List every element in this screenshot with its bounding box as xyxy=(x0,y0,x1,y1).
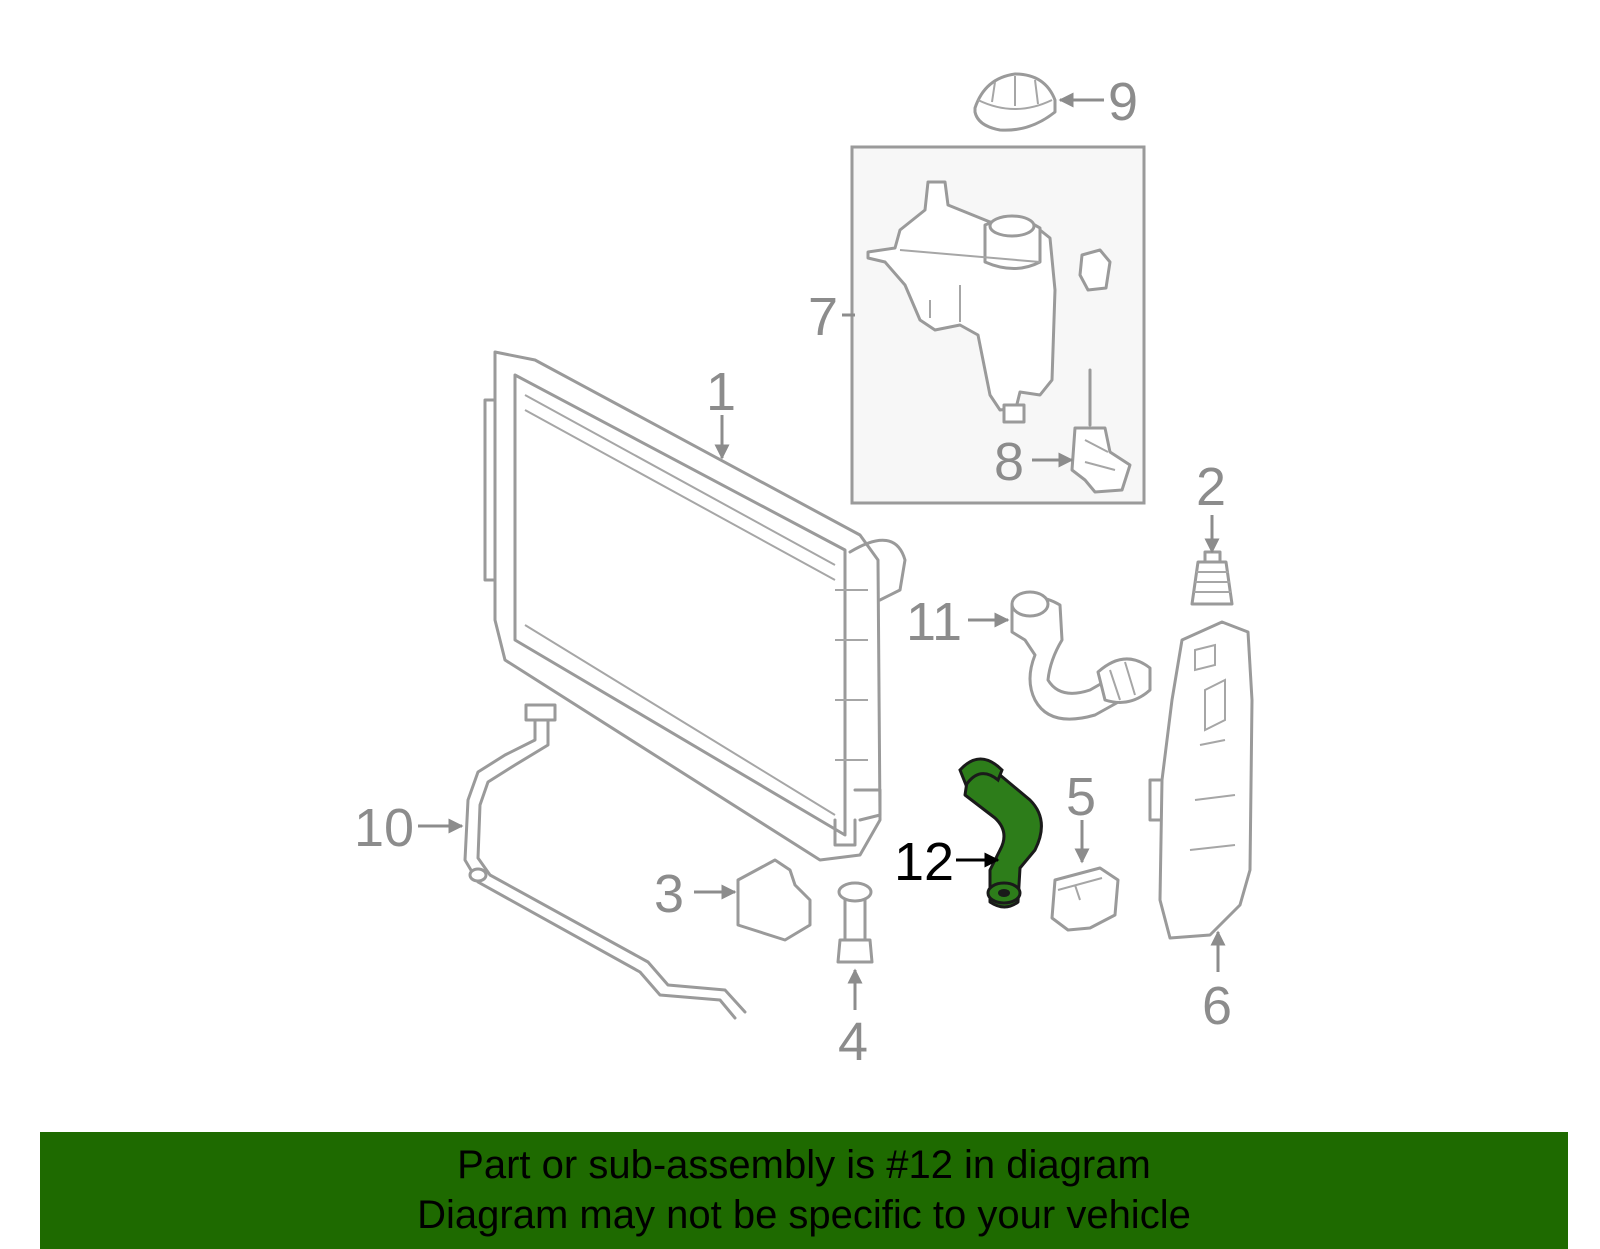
svg-text:2: 2 xyxy=(1196,457,1226,517)
callout-1: 1 xyxy=(706,362,736,460)
part-9-cap xyxy=(973,72,1057,132)
callout-5: 5 xyxy=(1066,767,1096,864)
callout-8: 8 xyxy=(994,432,1074,492)
part-10-coolant-line xyxy=(463,703,747,1020)
part-8-sensor xyxy=(1070,368,1132,494)
svg-text:3: 3 xyxy=(654,864,684,924)
svg-text:10: 10 xyxy=(354,798,414,858)
callout-6: 6 xyxy=(1202,930,1232,1036)
part-4-plug xyxy=(836,881,874,964)
part-12-lower-hose xyxy=(958,757,1043,909)
svg-text:8: 8 xyxy=(994,432,1024,492)
info-banner: Part or sub-assembly is #12 in diagram D… xyxy=(40,1132,1568,1249)
callout-12: 12 xyxy=(894,832,1000,892)
svg-text:4: 4 xyxy=(838,1012,868,1072)
part-3-bracket xyxy=(736,858,812,942)
svg-text:11: 11 xyxy=(906,592,962,652)
svg-text:5: 5 xyxy=(1066,767,1096,827)
svg-text:7: 7 xyxy=(808,287,838,347)
part-7-expansion-tank xyxy=(866,180,1112,424)
banner-line-part: Part or sub-assembly is #12 in diagram xyxy=(457,1143,1151,1187)
callout-4: 4 xyxy=(838,968,868,1072)
callout-2: 2 xyxy=(1196,457,1226,554)
svg-text:6: 6 xyxy=(1202,976,1232,1036)
callout-10: 10 xyxy=(354,798,464,858)
part-5-block xyxy=(1050,866,1120,932)
part-6-bracket xyxy=(1148,620,1254,940)
part-11-upper-hose xyxy=(1010,590,1152,721)
callout-7: 7 xyxy=(808,287,855,347)
callout-9: 9 xyxy=(1058,72,1138,132)
banner-line-disclaimer: Diagram may not be specific to your vehi… xyxy=(417,1193,1191,1237)
svg-text:1: 1 xyxy=(706,362,736,422)
part-2-bushing xyxy=(1190,550,1234,606)
part-1-radiator xyxy=(483,350,907,862)
svg-text:12: 12 xyxy=(894,832,954,892)
svg-text:9: 9 xyxy=(1108,72,1138,132)
callout-3: 3 xyxy=(654,864,737,924)
callout-11: 11 xyxy=(906,592,1010,652)
